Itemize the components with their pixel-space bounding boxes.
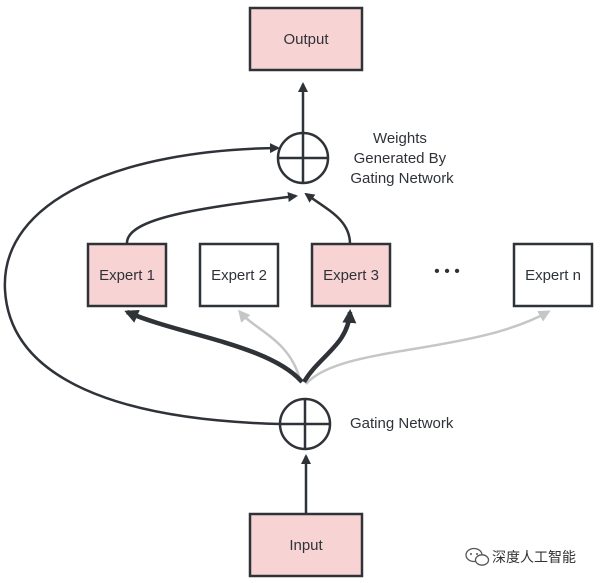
- expert-n-label: Expert n: [525, 267, 581, 284]
- expert-node-3: Expert 3: [310, 242, 392, 308]
- arrow-to-expert-3: [302, 309, 357, 384]
- arrow-to-expert-2: [238, 309, 302, 381]
- watermark-text: 深度人工智能: [492, 549, 576, 565]
- weights-label-line-2: Generated By: [354, 150, 447, 167]
- watermark: 深度人工智能: [465, 547, 576, 566]
- output-node: Output: [248, 6, 364, 72]
- weights-label: Weights Generated By Gating Network: [350, 130, 454, 187]
- input-node: Input: [248, 512, 364, 578]
- arrow-to-expert-n: [305, 310, 551, 385]
- arrow-expert-3-to-sum: [304, 192, 352, 245]
- expert-1-label: Expert 1: [99, 267, 155, 284]
- expert-3-label: Expert 3: [323, 267, 379, 284]
- gating-network-label: Gating Network: [350, 415, 454, 432]
- weighted-sum-node: [276, 131, 330, 185]
- expert-node-2: Expert 2: [198, 242, 280, 308]
- expert-2-label: Expert 2: [211, 267, 267, 284]
- arrow-to-expert-1: [124, 309, 304, 384]
- arrow-loop-gating-to-sum: [3, 143, 281, 426]
- gating-node: [278, 397, 332, 451]
- expert-node-1: Expert 1: [86, 242, 168, 308]
- output-label: Output: [283, 31, 329, 48]
- expert-node-n: Expert n: [512, 242, 594, 308]
- weights-label-line-3: Gating Network: [350, 170, 454, 187]
- arrow-expert-1-to-sum: [125, 192, 298, 245]
- input-label: Input: [289, 537, 323, 554]
- weights-label-line-1: Weights: [373, 130, 427, 147]
- wechat-icon: [465, 547, 490, 566]
- ellipsis: • • •: [434, 263, 460, 280]
